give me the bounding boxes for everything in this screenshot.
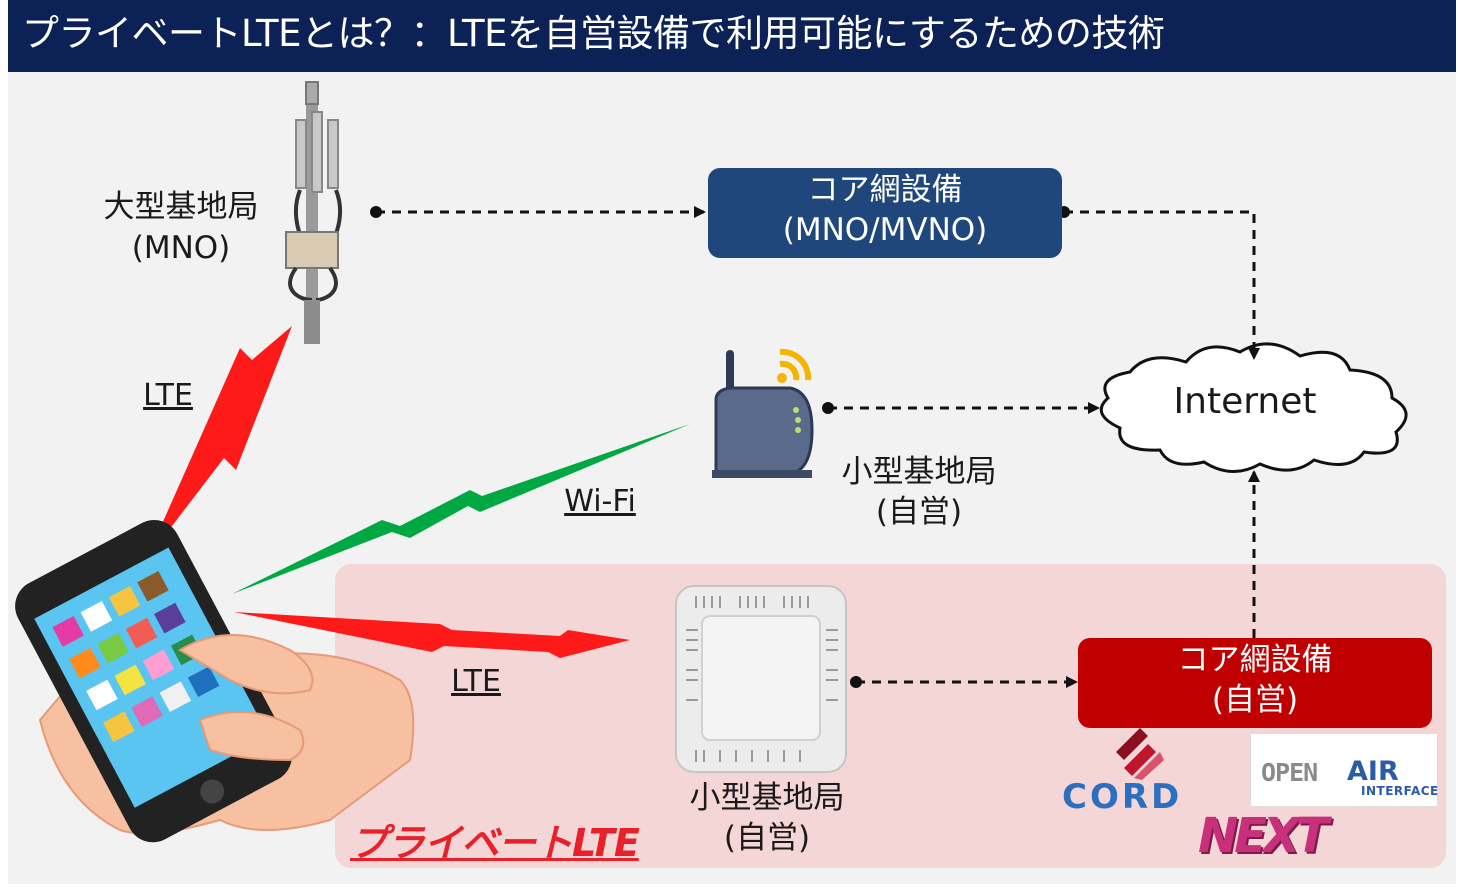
cord-logo: CORD (1062, 777, 1183, 817)
wifi-ap-label: 小型基地局 (841, 454, 997, 490)
lte-signal-bolt-lower (234, 612, 630, 658)
internet-cloud (1099, 342, 1408, 473)
lte-signal-bolt (146, 326, 292, 560)
lte-label-upper: LTE (143, 378, 193, 413)
header-bar: プライベートLTEとは？：LTEを自営設備で利用可能にするための技術 (8, 0, 1456, 72)
page-title: プライベートLTEとは？：LTEを自営設備で利用可能にするための技術 (22, 12, 1165, 55)
core-mno-title: コア網設備 (807, 172, 963, 208)
smartphone-hand-icon (15, 520, 415, 843)
core-private-box: コア網設備 (自営) (1078, 638, 1432, 728)
wifi-label: Wi-Fi (564, 484, 636, 519)
next-logo: NEXT (1198, 808, 1329, 864)
core-mno-box: コア網設備 (MNO/MVNO) (708, 168, 1062, 258)
lte-label-lower: LTE (451, 664, 501, 699)
wifi-signal-bolt (232, 424, 690, 594)
oai-interface-text: INTERFACE (1361, 784, 1439, 798)
cell-tower-icon (285, 81, 342, 344)
wifi-signal-icon (777, 348, 812, 383)
core-private-title: コア網設備 (1177, 642, 1333, 678)
small-cell-sublabel: (自営) (723, 820, 811, 856)
internet-label: Internet (1173, 381, 1317, 422)
macro-bs-sublabel: (MNO) (131, 230, 231, 266)
wifi-router-icon (712, 350, 814, 478)
small-cell-icon (675, 585, 847, 773)
oai-air-text: AIR (1347, 756, 1399, 787)
core-mno-subtitle: (MNO/MVNO) (782, 212, 988, 248)
wifi-ap-sublabel: (自営) (875, 494, 963, 530)
cord-logo-mark (1116, 728, 1164, 780)
private-lte-title: プライベートLTE (350, 821, 640, 865)
link-core-to-internet (1064, 210, 1260, 360)
small-cell-label: 小型基地局 (689, 780, 845, 816)
openairinterface-logo: OPEN AIR INTERFACE (1250, 733, 1438, 807)
core-private-subtitle: (自営) (1211, 682, 1299, 718)
oai-open-text: OPEN (1261, 758, 1318, 787)
macro-bs-label: 大型基地局 (103, 189, 259, 225)
